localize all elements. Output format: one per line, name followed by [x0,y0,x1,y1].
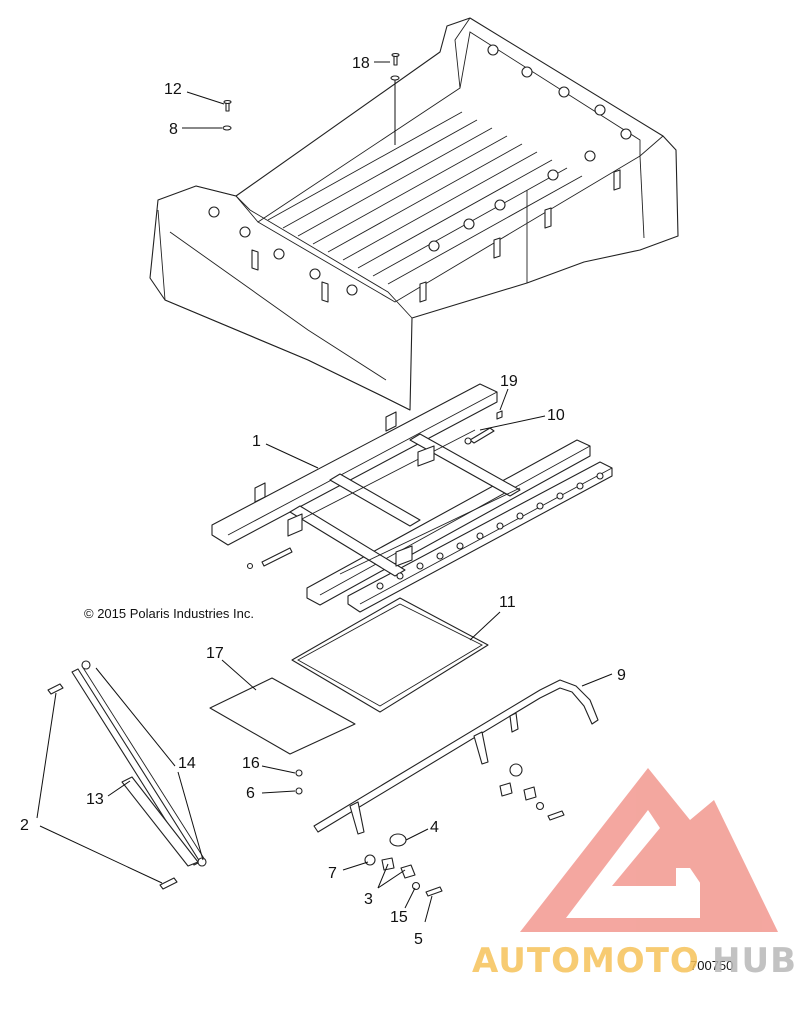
callout-7: 7 [328,865,337,882]
callout-16: 16 [242,755,260,772]
panel-17 [209,677,356,755]
callout-3: 3 [364,891,373,908]
callout-5: 5 [414,931,423,948]
callout-8: 8 [169,121,178,138]
callout-11: 11 [499,594,516,611]
callout-2: 2 [20,817,29,834]
callout-9: 9 [617,667,626,684]
latch-bar-9 [313,679,599,835]
automotohub-watermark [520,768,778,932]
callout-4: 4 [430,819,439,836]
gas-strut-assembly [47,660,207,890]
latch-hardware [295,763,565,897]
copyright-text: © 2015 Polaris Industries Inc. [84,606,254,621]
panel-11 [291,597,489,713]
figure-number: 700750 [690,958,733,973]
callout-14: 14 [178,755,196,772]
callout-1: 1 [252,433,261,450]
cargo-box [149,17,679,411]
cargo-frame [211,383,613,613]
callout-labels: 18 12 8 19 10 1 11 17 9 14 16 13 6 2 4 7… [20,55,626,948]
callout-12: 12 [164,81,182,98]
leader-lines [36,61,613,923]
watermark-text-automoto: AUTOMOTO [472,941,700,981]
callout-19: 19 [500,373,518,390]
callout-17: 17 [206,645,224,662]
callout-18: 18 [352,55,370,72]
top-fasteners [222,52,400,131]
callout-6: 6 [246,785,255,802]
callout-13: 13 [86,791,104,808]
watermark-text-hub: HUB [712,941,797,981]
callout-10: 10 [547,407,565,424]
callout-15: 15 [390,909,408,926]
